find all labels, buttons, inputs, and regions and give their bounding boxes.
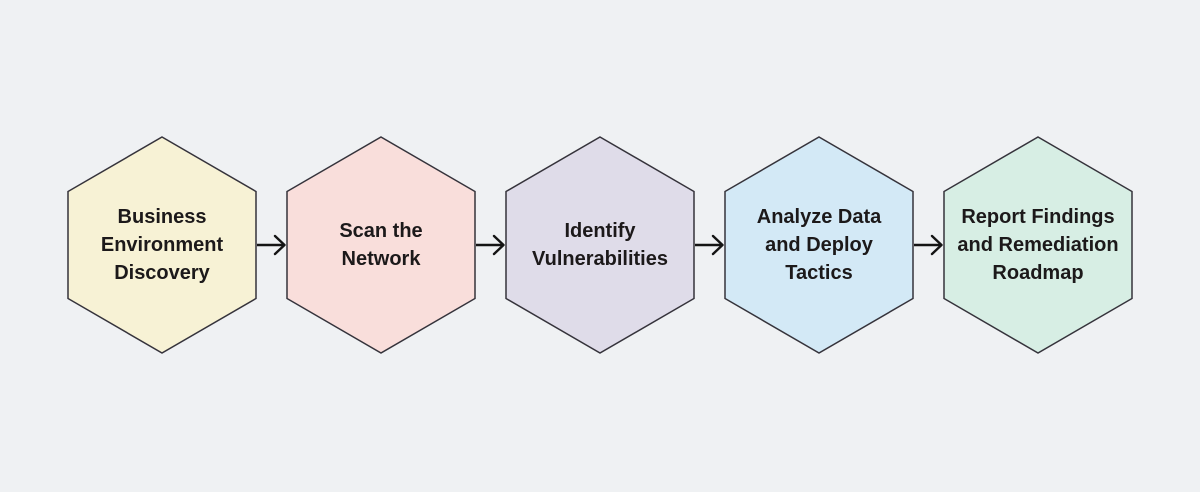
arrow-right-icon [257,234,286,256]
hexagon-polygon [943,136,1133,354]
step-label: Scan the Network [339,220,423,270]
arrow-right-icon [695,234,724,256]
step-label: Report Findings and Remediation Roadmap [957,206,1119,284]
step-label: Business Environment Discovery [100,206,224,284]
step-label: Analyze Data and Deploy Tactics [756,206,882,284]
hexagon-polygon [67,136,257,354]
step-business-environment-discovery: Business Environment Discovery [67,136,257,354]
step-scan-the-network: Scan the Network [286,136,476,354]
step-analyze-data-and-deploy-tactics: Analyze Data and Deploy Tactics [724,136,914,354]
hexagon-shape [724,136,914,354]
step-label: Identify Vulnerabilities [532,220,668,270]
hexagon-shape [505,136,695,354]
hexagon-shape [943,136,1133,354]
hexagon-polygon [505,136,695,354]
arrow-right-icon [476,234,505,256]
step-identify-vulnerabilities: Identify Vulnerabilities [505,136,695,354]
hexagon-polygon [724,136,914,354]
hexagon-polygon [286,136,476,354]
hexagon-shape [286,136,476,354]
hexagon-shape [67,136,257,354]
step-report-findings-and-remediation-roadmap: Report Findings and Remediation Roadmap [943,136,1133,354]
process-flow: Business Environment Discovery Scan the … [67,136,1133,354]
arrow-right-icon [914,234,943,256]
